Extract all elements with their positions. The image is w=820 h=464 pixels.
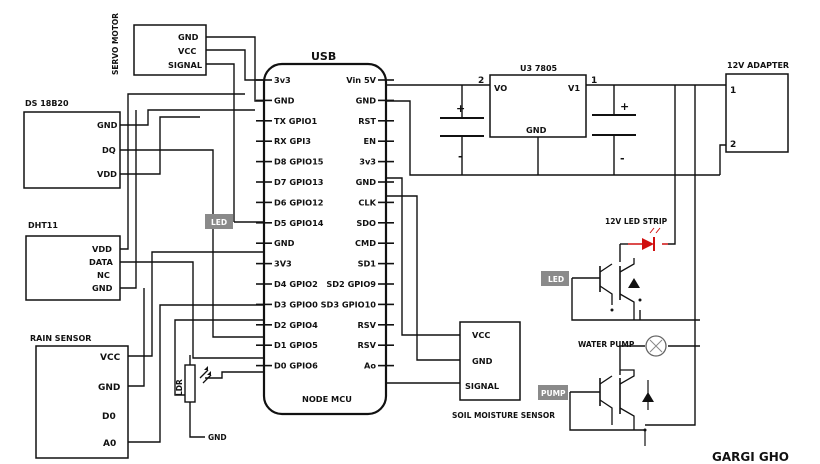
servo-pin-vcc: VCC bbox=[178, 46, 196, 56]
ds18b20-pin-vdd: VDD bbox=[97, 169, 117, 179]
ldr-gnd-label: GND bbox=[208, 433, 227, 442]
mcu-left-pin-label: GND bbox=[274, 238, 295, 248]
regulator-pin-1: 1 bbox=[591, 76, 597, 86]
soil-moisture-sensor: VCC GND SIGNAL SOIL MOISTURE SENSOR bbox=[452, 321, 555, 420]
pump-driver-circuit: PUMP bbox=[538, 369, 654, 446]
wires bbox=[120, 36, 726, 443]
mcu-left-pin-label: D7 GPIO13 bbox=[274, 177, 324, 187]
regulator-title: U3 7805 bbox=[520, 64, 558, 73]
mcu-right-pin-label: CMD bbox=[355, 238, 376, 248]
mcu-left-pin-label: D4 GPIO2 bbox=[274, 279, 318, 289]
ldr-sensor: LDR GND bbox=[175, 364, 227, 442]
mcu-right-pin-label: Ao bbox=[364, 361, 376, 371]
dht11-pin-gnd: GND bbox=[92, 283, 113, 293]
mcu-left-pin-label: D1 GPIO5 bbox=[274, 340, 318, 350]
regulator-v1: V1 bbox=[568, 83, 580, 93]
mcu-left-pin-label: D3 GPIO0 bbox=[274, 299, 318, 309]
dht11-pin-nc: NC bbox=[97, 270, 110, 280]
led-driver-circuit: LED bbox=[541, 258, 642, 320]
water-pump-label: WATER PUMP bbox=[578, 340, 635, 349]
cap1-plus: + bbox=[456, 102, 465, 115]
mcu-right-pin-label: RSV bbox=[357, 320, 376, 330]
pump-tag-label: PUMP bbox=[541, 389, 566, 398]
regulator-vo: VO bbox=[494, 83, 507, 93]
capacitor-1: + - bbox=[440, 102, 484, 163]
led-strip: 12V LED STRIP bbox=[605, 217, 668, 251]
led-strip-label: 12V LED STRIP bbox=[605, 217, 668, 226]
soil-pin-vcc: VCC bbox=[472, 330, 490, 340]
rain-title: RAIN SENSOR bbox=[30, 334, 91, 343]
author-label: GARGI GHO bbox=[712, 450, 789, 464]
mcu-right-pin-label: 3v3 bbox=[359, 157, 376, 167]
usb-label: USB bbox=[311, 50, 336, 63]
dht11-sensor: DHT11 VDD DATA NC GND bbox=[25, 221, 121, 301]
led-tag-label: LED bbox=[211, 218, 227, 227]
ds18b20-pin-dq: DQ bbox=[102, 145, 116, 155]
mcu-right-pin-label: Vin 5V bbox=[346, 75, 376, 85]
soil-pin-gnd: GND bbox=[472, 356, 493, 366]
mcu-right-pin-label: CLK bbox=[358, 197, 376, 207]
ldr-label: LDR bbox=[175, 379, 184, 396]
soil-title: SOIL MOISTURE SENSOR bbox=[452, 411, 555, 420]
ds18b20-title: DS 18B20 bbox=[25, 99, 69, 108]
led-driver-tag-label: LED bbox=[548, 275, 564, 284]
ds18b20-sensor: DS 18B20 GND DQ VDD bbox=[23, 99, 121, 189]
adapter-pin-1: 1 bbox=[730, 86, 736, 96]
cap1-minus: - bbox=[458, 150, 463, 163]
mcu-right-pin-label: SD3 GPIO10 bbox=[321, 299, 377, 309]
dht11-pin-vdd: VDD bbox=[92, 244, 112, 254]
led-indicator: LED bbox=[205, 214, 233, 229]
rain-pin-vcc: VCC bbox=[100, 353, 121, 363]
water-pump: WATER PUMP bbox=[578, 335, 667, 357]
mcu-left-pin-label: TX GPIO1 bbox=[274, 116, 317, 126]
mcu-right-pin-label: GND bbox=[356, 95, 377, 105]
mcu-left-pin-label: D8 GPIO15 bbox=[274, 157, 324, 167]
servo-motor: SERVO MOTOR GND VCC SIGNAL bbox=[111, 13, 207, 76]
soil-pin-signal: SIGNAL bbox=[465, 381, 499, 391]
mcu-left-pin-label: RX GPI3 bbox=[274, 136, 311, 146]
capacitor-2: + - bbox=[592, 100, 636, 165]
mcu-right-pin-label: GND bbox=[356, 177, 377, 187]
servo-pin-gnd: GND bbox=[178, 32, 199, 42]
mcu-left-pin-label: GND bbox=[274, 95, 295, 105]
regulator-pin-2: 2 bbox=[478, 76, 484, 86]
adapter-12v: 12V ADAPTER 1 2 bbox=[725, 61, 789, 153]
ds18b20-pin-gnd: GND bbox=[97, 120, 118, 130]
dht11-pin-data: DATA bbox=[89, 257, 113, 267]
rain-pin-d0: D0 bbox=[102, 412, 116, 422]
mcu-right-pin-label: SD1 bbox=[358, 259, 377, 269]
mcu-right-pin-label: SD2 GPIO9 bbox=[326, 279, 376, 289]
mcu-left-pin-label: 3V3 bbox=[274, 259, 292, 269]
rain-sensor: RAIN SENSOR VCC GND D0 A0 bbox=[30, 334, 129, 459]
servo-title: SERVO MOTOR bbox=[111, 13, 120, 75]
regulator-gnd: GND bbox=[526, 125, 547, 135]
mcu-left-pin-label: D0 GPIO6 bbox=[274, 361, 318, 371]
cap2-minus: - bbox=[620, 152, 625, 165]
mcu-right-pin-label: RST bbox=[358, 116, 376, 126]
adapter-pin-2: 2 bbox=[730, 140, 736, 150]
mcu-name: NODE MCU bbox=[302, 394, 352, 404]
mcu-right-pin-label: RSV bbox=[357, 340, 376, 350]
rain-pin-a0: A0 bbox=[103, 439, 116, 449]
dht11-title: DHT11 bbox=[28, 221, 58, 230]
rain-pin-gnd: GND bbox=[98, 383, 120, 393]
servo-pin-signal: SIGNAL bbox=[168, 60, 202, 70]
mcu-left-pin-label: D6 GPIO12 bbox=[274, 197, 323, 207]
adapter-title: 12V ADAPTER bbox=[727, 61, 789, 70]
mcu-left-pin-label: D5 GPIO14 bbox=[274, 218, 324, 228]
mcu-right-pin-label: EN bbox=[364, 136, 377, 146]
mcu-left-pin-label: D2 GPIO4 bbox=[274, 320, 318, 330]
cap2-plus: + bbox=[620, 100, 629, 113]
mcu-right-pin-label: SDO bbox=[356, 218, 376, 228]
voltage-regulator: U3 7805 VO V1 GND 2 1 bbox=[478, 64, 597, 138]
mcu-left-pin-label: 3v3 bbox=[274, 75, 291, 85]
